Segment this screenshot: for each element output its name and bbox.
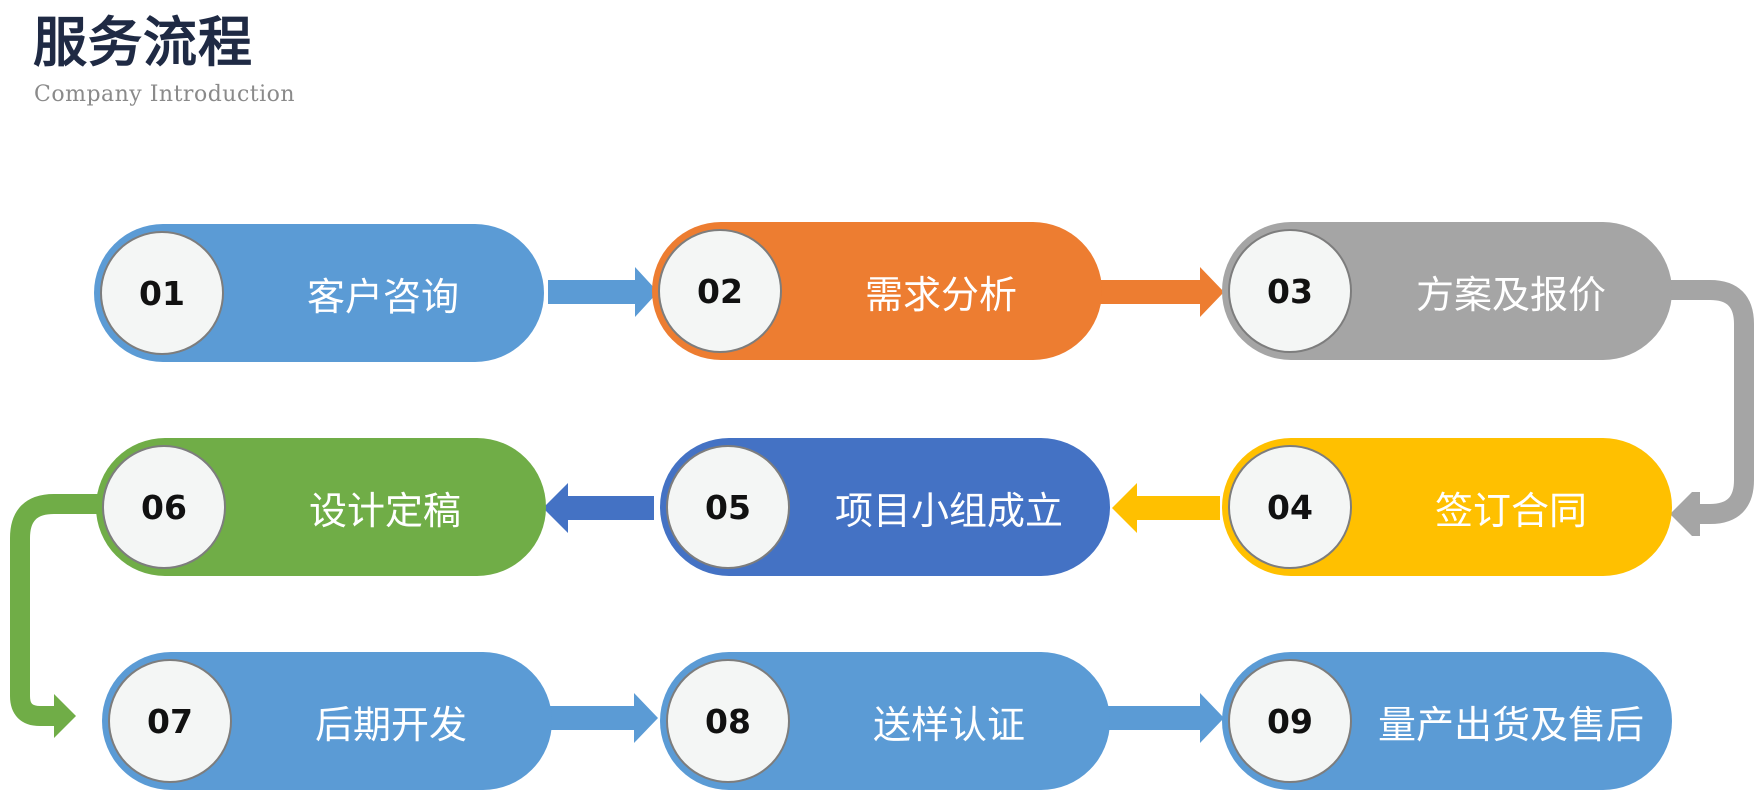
step-number-circle: 05 [666, 445, 790, 569]
page-title: 服务流程 [33, 11, 253, 74]
step-card-09: 09 量产出货及售后 [1222, 652, 1672, 790]
step-card-05: 05 项目小组成立 [660, 438, 1110, 576]
arrow-06-07 [10, 494, 112, 726]
arrow-06-07-head [54, 694, 76, 738]
step-number-circle: 07 [108, 659, 232, 783]
step-number: 05 [705, 487, 751, 527]
step-number-circle: 08 [666, 659, 790, 783]
arrow-03-04 [1660, 280, 1754, 524]
arrow-03-04-head [1670, 492, 1700, 536]
step-number-circle: 09 [1228, 659, 1352, 783]
step-number: 02 [697, 271, 743, 311]
step-card-04: 04 签订合同 [1222, 438, 1672, 576]
step-number: 09 [1267, 701, 1313, 741]
page-subtitle: Company Introduction [34, 82, 296, 107]
step-label: 签订合同 [1434, 488, 1587, 533]
arrow-02-03 [1090, 267, 1224, 317]
step-card-07: 07 后期开发 [102, 652, 552, 790]
step-card-03: 03 方案及报价 [1222, 222, 1672, 360]
step-number: 06 [141, 487, 187, 527]
step-number-circle: 02 [658, 229, 782, 353]
step-number: 04 [1267, 487, 1313, 527]
step-label: 量产出货及售后 [1377, 702, 1644, 747]
arrow-08-09 [1108, 693, 1224, 743]
step-card-08: 08 送样认证 [660, 652, 1110, 790]
step-number-circle: 06 [102, 445, 226, 569]
step-label: 需求分析 [864, 272, 1017, 317]
step-number-circle: 01 [100, 231, 224, 355]
step-number: 01 [139, 273, 185, 313]
step-label: 客户咨询 [306, 274, 459, 319]
step-card-01: 01 客户咨询 [94, 224, 544, 362]
step-number: 07 [147, 701, 193, 741]
arrow-04-05 [1112, 483, 1220, 533]
step-number: 08 [705, 701, 751, 741]
step-card-02: 02 需求分析 [652, 222, 1102, 360]
step-card-06: 06 设计定稿 [96, 438, 546, 576]
arrow-07-08 [538, 693, 658, 743]
step-number-circle: 03 [1228, 229, 1352, 353]
step-number-circle: 04 [1228, 445, 1352, 569]
step-number: 03 [1267, 271, 1313, 311]
step-label: 设计定稿 [308, 488, 461, 533]
arrow-01-02 [548, 267, 658, 317]
step-label: 送样认证 [872, 702, 1025, 747]
step-label: 后期开发 [314, 702, 467, 747]
step-label: 方案及报价 [1415, 272, 1606, 317]
step-label: 项目小组成立 [834, 488, 1063, 533]
arrow-05-06 [543, 483, 654, 533]
